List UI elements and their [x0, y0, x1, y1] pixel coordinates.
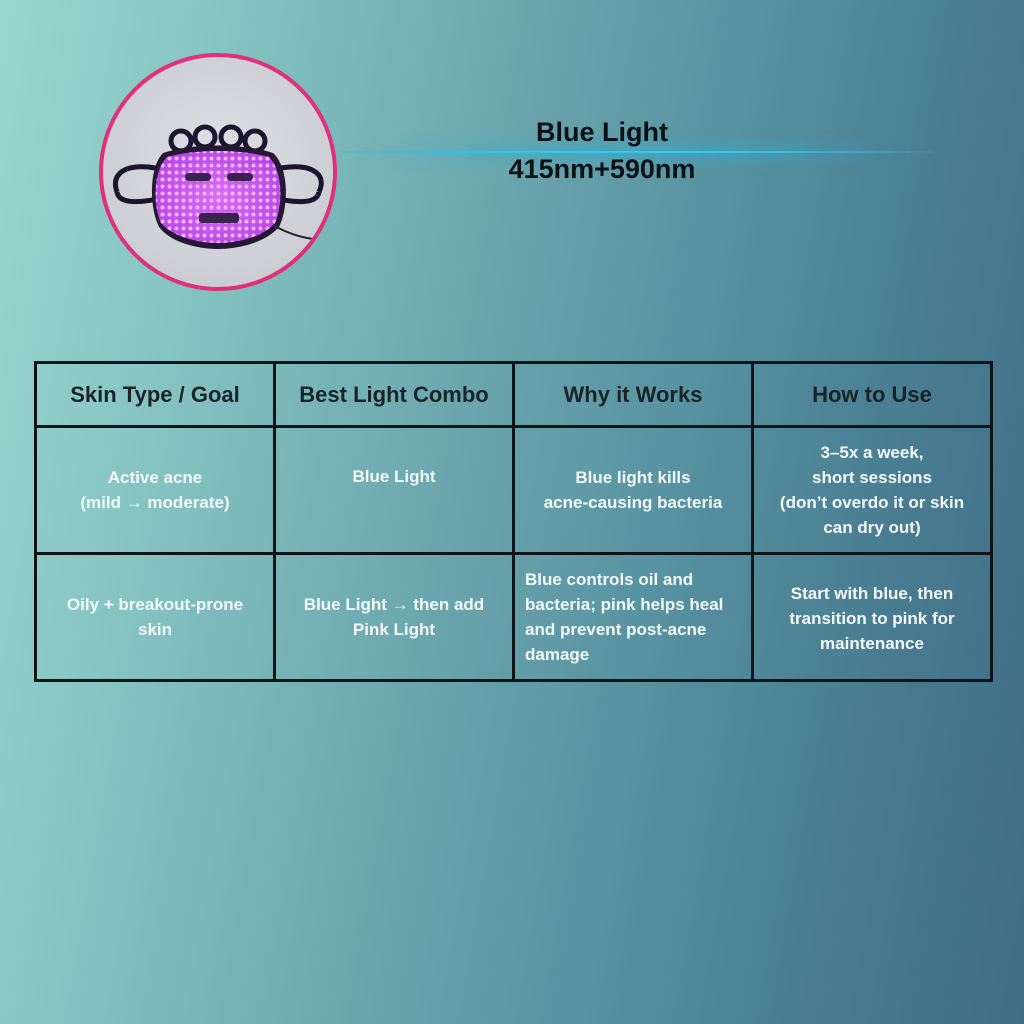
- table-cell: Blue light kills acne-causing bacteria: [512, 425, 754, 555]
- title-block: Blue Light 415nm+590nm: [452, 115, 752, 189]
- wavelength-subtitle: 415nm+590nm: [508, 154, 696, 184]
- table-cell: Start with blue, then transition to pink…: [751, 552, 993, 682]
- table-cell: Active acne (mild → moderate): [34, 425, 276, 555]
- led-face-mask-icon: [113, 124, 324, 249]
- column-header-why: Why it Works: [512, 361, 754, 428]
- page-title: Blue Light: [536, 117, 668, 147]
- led-mask-image: [99, 53, 337, 291]
- column-header-light-combo: Best Light Combo: [273, 361, 515, 428]
- table-cell: Blue Light → then add Pink Light: [273, 552, 515, 682]
- table-cell: Blue Light: [273, 425, 515, 555]
- column-header-how-to-use: How to Use: [751, 361, 993, 428]
- light-therapy-table: Skin Type / Goal Best Light Combo Why it…: [34, 361, 993, 682]
- light-beam-divider: [338, 142, 933, 162]
- table-cell: Blue controls oil and bacteria; pink hel…: [512, 552, 754, 682]
- table-row: Oily + breakout-prone skin Blue Light → …: [34, 552, 993, 682]
- table-header-row: Skin Type / Goal Best Light Combo Why it…: [34, 361, 993, 428]
- column-header-skin-type: Skin Type / Goal: [34, 361, 276, 428]
- table-cell: 3–5x a week, short sessions (don’t overd…: [751, 425, 993, 555]
- table-row: Active acne (mild → moderate) Blue Light…: [34, 425, 993, 555]
- table-cell: Oily + breakout-prone skin: [34, 552, 276, 682]
